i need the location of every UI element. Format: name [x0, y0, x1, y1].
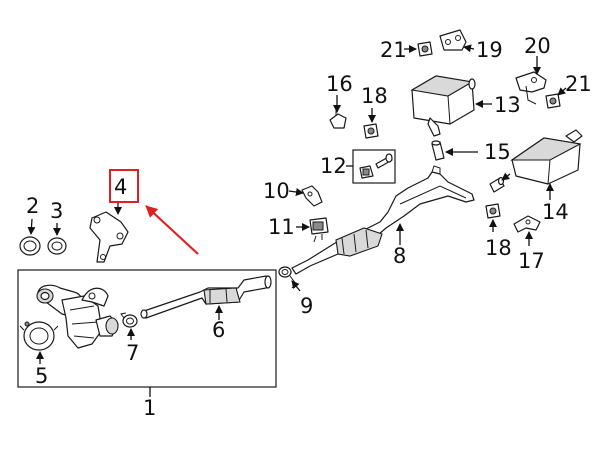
part-3-gasket — [47, 223, 67, 255]
part-21-isolator-top — [404, 41, 433, 57]
part-21-isolator-right — [545, 87, 567, 109]
part-11-isolator — [296, 217, 329, 243]
callout-3: 3 — [50, 199, 63, 223]
part-4-bracket — [89, 203, 129, 263]
part-7-clamp — [120, 312, 138, 340]
part-14-muffler-right — [510, 129, 583, 200]
callout-4: 4 — [114, 175, 127, 199]
callout-9: 9 — [300, 294, 313, 318]
callout-13: 13 — [494, 93, 521, 117]
part-20-bracket — [515, 56, 547, 105]
assembly-1-frame — [17, 269, 277, 388]
part-12-kit — [359, 153, 393, 179]
callout-5: 5 — [35, 364, 48, 388]
part-2-gasket — [19, 218, 41, 256]
catalytic-converter — [36, 284, 119, 349]
part-8-intermediate-pipe — [291, 165, 475, 275]
callout-8: 8 — [393, 244, 406, 268]
callout-20: 20 — [524, 34, 551, 58]
callout-18-lower: 18 — [485, 236, 512, 260]
callout-1: 1 — [143, 396, 156, 420]
part-15-pipe-piece — [489, 172, 511, 193]
part-18-isolator-upper — [363, 108, 379, 139]
part-19-bracket — [439, 29, 475, 53]
callout-6: 6 — [212, 318, 225, 342]
part-10-bracket — [288, 185, 323, 207]
callout-12: 12 — [320, 154, 347, 178]
highlight-arrow — [145, 205, 199, 255]
part-15-pipe — [431, 140, 478, 161]
callout-2: 2 — [26, 194, 39, 218]
callout-19: 19 — [476, 38, 503, 62]
callout-17: 17 — [518, 249, 545, 273]
part-5-clamp — [19, 321, 59, 364]
part-16-bracket — [329, 95, 347, 129]
callout-21-top: 21 — [380, 38, 407, 62]
callout-18-upper: 18 — [361, 84, 388, 108]
callout-21-right: 21 — [565, 72, 592, 96]
part-18-isolator-lower — [485, 203, 501, 232]
part-17-bracket — [513, 215, 541, 246]
part-13-muffler-left — [410, 75, 492, 137]
callout-4-highlight-box — [109, 169, 139, 203]
callout-14: 14 — [542, 200, 569, 224]
callout-7: 7 — [126, 341, 139, 365]
callout-15: 15 — [484, 140, 511, 164]
part-6-front-pipe — [140, 275, 272, 320]
callout-11: 11 — [268, 215, 295, 239]
part-9-clamp — [278, 266, 301, 292]
callout-16: 16 — [326, 72, 353, 96]
callout-10: 10 — [263, 179, 290, 203]
